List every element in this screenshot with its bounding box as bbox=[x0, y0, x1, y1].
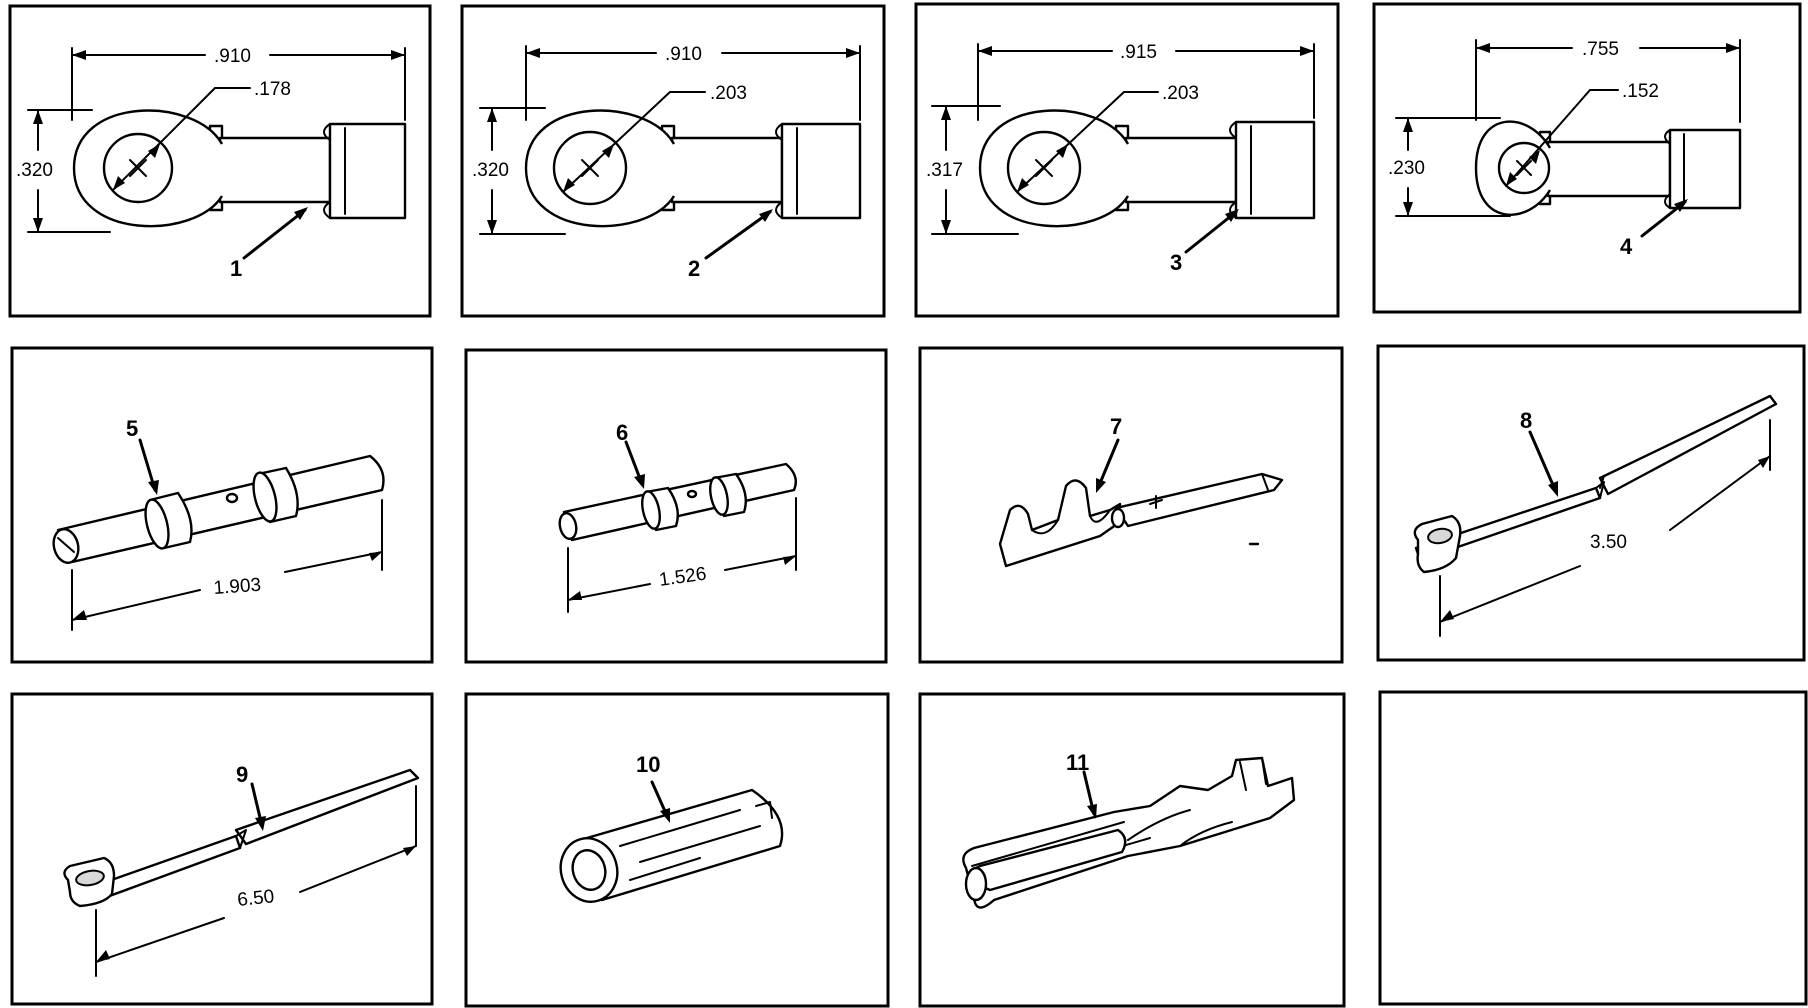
pin-contact-6 bbox=[558, 462, 797, 542]
panel-11: 11 bbox=[918, 692, 1346, 1008]
dim-height-1: .320 bbox=[16, 109, 111, 233]
dim-hole-1: .178 bbox=[112, 79, 291, 191]
panel-4: .755 .152 .230 4 bbox=[1372, 2, 1802, 314]
callout-9: 9 bbox=[236, 762, 266, 831]
callout-5: 5 bbox=[126, 416, 159, 495]
dim-length-5: 1.903 bbox=[71, 499, 383, 631]
dim-height-4: .230 bbox=[1388, 117, 1511, 217]
crimp-contact-7 bbox=[998, 472, 1284, 568]
callout-7: 7 bbox=[1096, 414, 1122, 493]
collar-1 bbox=[641, 486, 679, 532]
callout-3: 3 bbox=[1170, 209, 1239, 275]
callout-11: 11 bbox=[1066, 750, 1097, 819]
dim-length-8: 3.50 bbox=[1439, 419, 1771, 637]
item-number-label: 10 bbox=[636, 752, 660, 777]
pin-contact-5 bbox=[52, 454, 385, 564]
height-label: .230 bbox=[1388, 158, 1425, 179]
panel-8: 3.50 8 bbox=[1248, 344, 1806, 662]
callout-2: 2 bbox=[688, 209, 773, 281]
ring-terminal-4 bbox=[1474, 120, 1742, 216]
item-number-label: 7 bbox=[1110, 414, 1122, 439]
dim-overall-2: .910 bbox=[525, 44, 861, 121]
callout-1: 1 bbox=[230, 207, 308, 281]
panel-7: 7 bbox=[918, 346, 1344, 664]
height-label: .320 bbox=[16, 160, 53, 181]
panel-1: .910 .178 .320 1 bbox=[8, 4, 432, 318]
dim-hole-3: .203 bbox=[1016, 83, 1199, 193]
length-label: 6.50 bbox=[236, 886, 275, 911]
panel-12-empty bbox=[1378, 690, 1808, 1006]
dim-overall-4: .755 bbox=[1475, 39, 1741, 123]
panel-9: 6.50 9 bbox=[10, 692, 434, 1006]
callout-4: 4 bbox=[1620, 199, 1688, 259]
callout-10: 10 bbox=[636, 752, 670, 823]
ring-terminal-1 bbox=[72, 109, 407, 228]
hole-diameter-label: .203 bbox=[710, 83, 747, 104]
item-number-label: 6 bbox=[616, 420, 628, 445]
item-number-label: 9 bbox=[236, 762, 248, 787]
item-number-label: 3 bbox=[1170, 250, 1182, 275]
height-label: .317 bbox=[926, 160, 963, 181]
collar-2 bbox=[709, 472, 747, 518]
insertion-tool-9 bbox=[63, 768, 420, 908]
dim-hole-4: .152 bbox=[1505, 81, 1659, 187]
panel-5: 1.903 5 bbox=[10, 346, 434, 664]
length-label: 3.50 bbox=[1590, 532, 1627, 553]
item-number-label: 11 bbox=[1066, 750, 1089, 775]
dim-height-3: .317 bbox=[926, 105, 1019, 235]
item-number-label: 5 bbox=[126, 416, 138, 441]
item-number-label: 4 bbox=[1620, 234, 1633, 259]
open-barrel-11 bbox=[962, 756, 1296, 909]
item-number-label: 1 bbox=[230, 256, 242, 281]
hole-diameter-label: .152 bbox=[1622, 81, 1659, 102]
dim-overall-1: .910 bbox=[71, 46, 406, 121]
dim-hole-2: .203 bbox=[562, 83, 747, 193]
hole-diameter-label: .203 bbox=[1162, 83, 1199, 104]
panel-10: 10 bbox=[464, 692, 890, 1008]
item-number-label: 8 bbox=[1520, 408, 1532, 433]
dim-length-9: 6.50 bbox=[95, 785, 417, 977]
overall-length-label: .915 bbox=[1120, 42, 1157, 63]
collar-1 bbox=[144, 491, 193, 550]
dim-height-2: .320 bbox=[472, 107, 566, 235]
collar-2 bbox=[252, 466, 299, 524]
item-number-label: 2 bbox=[688, 256, 700, 281]
height-label: .320 bbox=[472, 160, 509, 181]
panel-6: 1.526 6 bbox=[464, 348, 888, 664]
overall-length-label: .910 bbox=[214, 46, 251, 67]
insertion-tool-8 bbox=[1248, 394, 1778, 574]
dim-overall-3: .915 bbox=[977, 42, 1315, 121]
panel-2: .910 .203 .320 2 bbox=[460, 4, 886, 318]
hole-diameter-label: .178 bbox=[254, 79, 291, 100]
callout-6: 6 bbox=[616, 420, 645, 489]
overall-length-label: .910 bbox=[665, 44, 702, 65]
length-label: 1.903 bbox=[213, 575, 262, 599]
callout-8: 8 bbox=[1520, 408, 1558, 497]
sleeve-10 bbox=[559, 788, 784, 903]
overall-length-label: .755 bbox=[1582, 39, 1619, 60]
panel-3: .915 .203 .317 3 bbox=[914, 2, 1340, 318]
